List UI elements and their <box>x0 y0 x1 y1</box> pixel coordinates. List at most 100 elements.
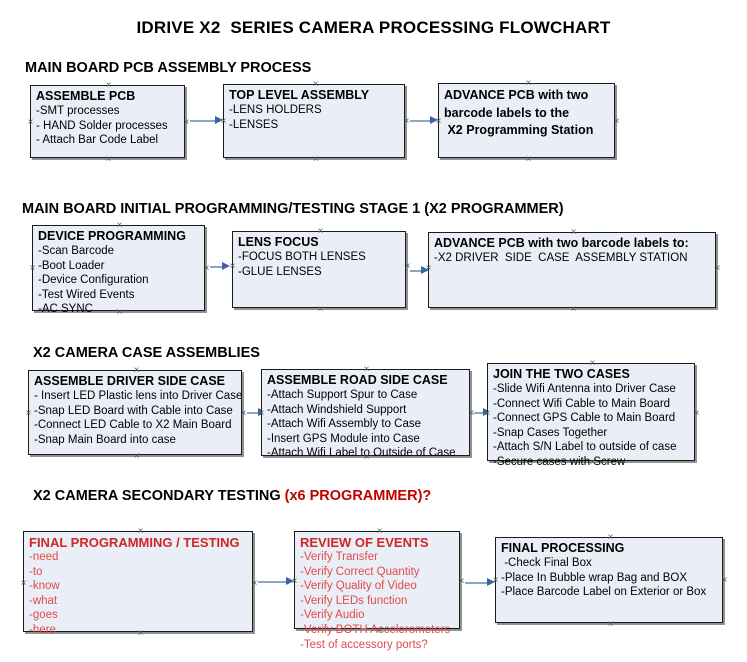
section-heading-4: X2 CAMERA SECONDARY TESTING (x6 PROGRAMM… <box>33 488 431 504</box>
box-line: -Place Barcode Label on Exterior or Box <box>501 586 707 599</box>
box-advance-pcb-driver-side-station[interactable]: ADVANCE PCB with two barcode labels to: … <box>428 232 716 308</box>
box-line: -Connect LED Cable to X2 Main Board <box>34 419 232 432</box>
box-join-the-two-cases[interactable]: JOIN THE TWO CASES -Slide Wifi Antenna i… <box>487 363 695 468</box>
connection-handle-left <box>24 409 33 418</box>
box-line: -Snap Cases Together <box>493 426 608 439</box>
box-top-level-assembly[interactable]: TOP LEVEL ASSEMBLY -LENS HOLDERS -LENSES <box>223 84 405 158</box>
connection-handle-bottom <box>606 620 615 629</box>
box-line: -Secure cases with Screw <box>493 455 626 468</box>
box-title: FINAL PROCESSING <box>501 541 625 555</box>
box-line: -AC SYNC <box>38 303 93 316</box>
connection-handle-left <box>26 118 35 127</box>
box-line: -Place In Bubble wrap Bag and BOX <box>501 571 688 584</box>
box-line: -LENS HOLDERS <box>229 104 322 116</box>
section-heading-3: X2 CAMERA CASE ASSEMBLIES <box>33 345 260 361</box>
box-title: barcode labels to the <box>444 105 570 120</box>
box-line: -Boot Loader <box>38 259 105 272</box>
box-line: - Insert LED Plastic lens into Driver Ca… <box>34 390 243 402</box>
box-line: -GLUE LENSES <box>238 265 322 278</box>
box-review-of-events[interactable]: REVIEW OF EVENTS -Verify Transfer -Verif… <box>294 531 460 651</box>
box-line: -FOCUS BOTH LENSES <box>238 251 366 263</box>
box-line: -Verify Audio <box>300 609 365 622</box>
box-line: -Connect Wifi Cable to Main Board <box>493 397 671 410</box>
section-heading-4-accent: (x6 PROGRAMMER)? <box>284 488 432 504</box>
box-assemble-driver-side-case[interactable]: ASSEMBLE DRIVER SIDE CASE - Insert LED P… <box>28 370 242 455</box>
box-title: X2 Programming Station <box>444 123 594 137</box>
box-device-programming[interactable]: DEVICE PROGRAMMING -Scan Barcode -Boot L… <box>32 225 205 315</box>
box-final-programming-testing[interactable]: FINAL PROGRAMMING / TESTING -need -to -k… <box>23 531 253 636</box>
box-title: REVIEW OF EVENTS <box>300 535 429 550</box>
arrowhead-icon <box>430 116 438 124</box>
box-title: ADVANCE PCB with two <box>444 88 589 102</box>
box-final-processing[interactable]: FINAL PROCESSING -Check Final Box -Place… <box>495 537 723 623</box>
connection-handle-bottom <box>316 305 325 314</box>
box-line: -Verify BOTH Accelerometers <box>300 623 451 636</box>
box-title: ASSEMBLE ROAD SIDE CASE <box>267 373 448 387</box>
connection-handle-bottom <box>104 155 113 164</box>
box-line: -Verify Correct Quantity <box>300 565 420 578</box>
box-line: -Verify Quality of Video <box>300 580 417 593</box>
section-heading-2: MAIN BOARD INITIAL PROGRAMMING/TESTING S… <box>22 201 564 217</box>
box-lens-focus[interactable]: LENS FOCUS -FOCUS BOTH LENSES -GLUE LENS… <box>232 231 406 308</box>
box-advance-pcb-programming-station[interactable]: ADVANCE PCB with two barcode labels to t… <box>438 83 615 158</box>
box-line: -Verify LEDs function <box>300 594 408 607</box>
connection-handle-bottom <box>132 452 141 461</box>
arrowhead-icon <box>286 577 294 585</box>
box-title: FINAL PROGRAMMING / TESTING <box>29 535 240 550</box>
box-line: -Scan Barcode <box>38 245 115 257</box>
box-line: -LENSES <box>229 118 279 131</box>
box-line: -to <box>29 565 43 578</box>
box-title: DEVICE PROGRAMMING <box>38 229 186 243</box>
box-line: -Snap LED Board with Cable into Case <box>34 404 233 417</box>
box-line: -Slide Wifi Antenna into Driver Case <box>493 383 676 395</box>
connector-arrow <box>247 412 260 414</box>
box-line: -here <box>29 623 56 636</box>
connector-arrow <box>190 120 215 122</box>
connection-handle-left <box>19 579 28 588</box>
box-line: - HAND Solder processes <box>36 119 168 132</box>
connector-arrow <box>474 412 485 414</box>
box-line: -Attach Wifi Assembly to Case <box>267 418 422 431</box>
box-line: -need <box>29 551 59 563</box>
connection-handle-bottom <box>524 155 533 164</box>
connector-arrow <box>465 582 490 584</box>
box-title: ADVANCE PCB with two barcode labels to: <box>434 236 689 250</box>
box-line: -Test of accessory ports? <box>300 638 428 651</box>
box-line: -know <box>29 580 60 593</box>
box-line: -Test Wired Events <box>38 288 135 301</box>
section-heading-4-text: X2 CAMERA SECONDARY TESTING <box>33 488 285 504</box>
connection-handle-right <box>713 264 722 273</box>
box-title: ASSEMBLE PCB <box>36 89 136 103</box>
arrowhead-icon <box>487 578 495 586</box>
connection-handle-bottom <box>569 305 578 314</box>
box-title: JOIN THE TWO CASES <box>493 367 630 381</box>
box-assemble-road-side-case[interactable]: ASSEMBLE ROAD SIDE CASE -Attach Support … <box>261 369 470 459</box>
connector-arrow <box>410 120 432 122</box>
arrowhead-icon <box>215 116 223 124</box>
box-line: -Attach Wifi Label to Outside of Case <box>267 447 456 460</box>
box-line: -SMT processes <box>36 105 120 117</box>
box-title: ASSEMBLE DRIVER SIDE CASE <box>34 374 226 388</box>
connector-arrow <box>210 266 224 268</box>
box-line: -Attach S/N Label to outside of case <box>493 441 677 454</box>
box-line: -what <box>29 594 58 607</box>
box-line: -Verify Transfer <box>300 551 378 563</box>
page-title: IDRIVE X2 SERIES CAMERA PROCESSING FLOWC… <box>136 18 611 37</box>
connection-handle-right <box>720 576 729 585</box>
box-line: -X2 DRIVER SIDE CASE ASSEMBLY STATION <box>434 252 688 264</box>
box-line: -Attach Windshield Support <box>267 403 407 416</box>
connection-handle-bottom <box>311 155 320 164</box>
box-line: -Connect GPS Cable to Main Board <box>493 412 676 425</box>
connection-handle-right <box>612 117 621 126</box>
arrowhead-icon <box>222 262 230 270</box>
box-line: -Check Final Box <box>501 557 592 569</box>
box-assemble-pcb[interactable]: ASSEMBLE PCB -SMT processes - HAND Solde… <box>30 85 185 158</box>
box-line: -goes <box>29 609 58 622</box>
box-line: -Insert GPS Module into Case <box>267 432 420 445</box>
connection-handle-right <box>692 409 701 418</box>
connector-arrow <box>410 270 424 272</box>
box-line: -Attach Support Spur to Case <box>267 389 418 401</box>
connector-arrow <box>258 581 288 583</box>
arrowhead-icon <box>421 266 429 274</box>
